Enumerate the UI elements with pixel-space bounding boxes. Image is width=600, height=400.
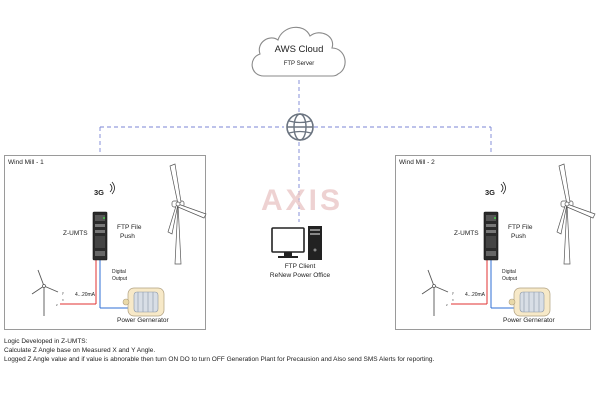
device-label-2: Z-UMTS xyxy=(454,230,479,237)
power-generator-icon-2 xyxy=(508,287,551,317)
wind-mill-1-title: Wind Mill - 1 xyxy=(8,159,44,166)
z-umts-device-2 xyxy=(483,211,499,261)
ftp-push-label-1a: FTP File xyxy=(117,224,142,231)
signal-icon-2 xyxy=(500,181,506,195)
current-label-2: 4...20mA xyxy=(465,292,486,298)
digital-output-label-2b: Output xyxy=(502,276,518,282)
ftp-push-label-2b: Push xyxy=(511,233,526,240)
power-generator-icon-1 xyxy=(122,287,165,317)
wind-turbine-1 xyxy=(167,163,207,265)
notes-line-2: Calculate Z Angle base on Measured X and… xyxy=(4,347,156,354)
network-label-2: 3G xyxy=(485,188,496,197)
watermark: AXIS xyxy=(260,184,344,217)
generator-label-1: Power Gernerator xyxy=(117,317,169,324)
device-label-1: Z-UMTS xyxy=(63,230,88,237)
wind-turbine-2 xyxy=(556,163,596,265)
digital-output-label-2a: Digital xyxy=(502,269,516,275)
digital-output-label-1b: Output xyxy=(112,276,128,282)
sensor-turbine-1 xyxy=(31,269,65,317)
current-label-1: 4...20mA xyxy=(75,292,96,298)
ftp-push-label-2a: FTP File xyxy=(508,224,533,231)
computer-icon xyxy=(271,226,322,260)
sensor-turbine-2 xyxy=(421,269,455,317)
cloud-title: AWS Cloud xyxy=(274,44,324,55)
cloud-subtitle: FTP Server xyxy=(283,61,315,67)
digital-output-label-1a: Digital xyxy=(112,269,126,275)
generator-label-2: Power Gernerator xyxy=(503,317,555,324)
notes-line-1: Logic Developed in Z-UMTS: xyxy=(4,338,88,345)
globe-icon xyxy=(286,113,314,141)
ftp-push-label-1b: Push xyxy=(120,233,135,240)
ftp-client-label: FTP Client xyxy=(284,263,316,270)
notes-line-3: Logged Z Angle value and if value is abn… xyxy=(4,356,435,363)
network-label-1: 3G xyxy=(94,188,105,197)
z-umts-device-1 xyxy=(92,211,108,261)
ftp-client-office-label: ReNew Power Office xyxy=(269,272,331,279)
signal-icon-1 xyxy=(109,181,115,195)
cloud-icon xyxy=(251,26,346,77)
wind-mill-2-title: Wind Mill - 2 xyxy=(399,159,435,166)
